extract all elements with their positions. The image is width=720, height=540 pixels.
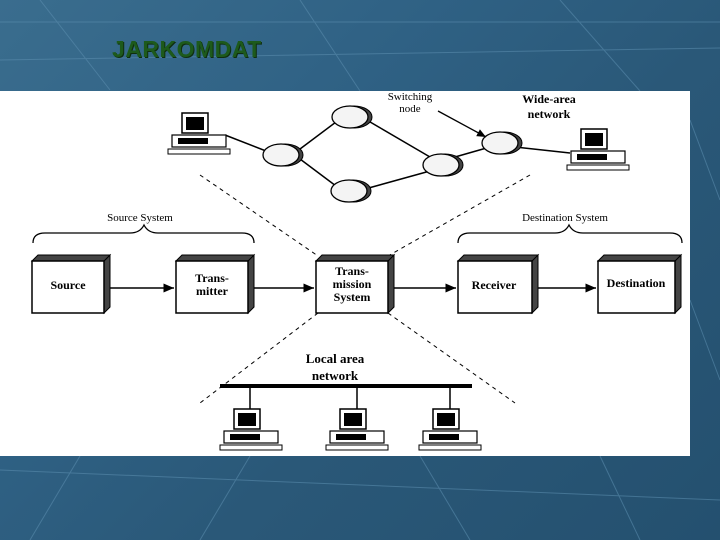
switching-node	[422, 153, 464, 177]
transmission-system-block-label: mission	[333, 277, 372, 291]
receiver-block	[457, 260, 533, 314]
transmitter-block	[175, 260, 249, 314]
transmission-system-block	[315, 260, 389, 314]
switching-node	[331, 105, 373, 129]
receiver-block-label: Receiver	[472, 278, 517, 292]
lan-computer	[325, 408, 389, 451]
transmitter-block-label: mitter	[196, 284, 229, 298]
dashed-guides	[199, 174, 531, 404]
switching-node-label: Switching	[388, 91, 433, 103]
destination-system-label: Destination System	[522, 212, 608, 224]
wan-computer-right	[566, 128, 630, 171]
wide-area-network-label: Wide-area	[522, 92, 576, 106]
transmission-system-block-label: Trans-	[335, 264, 369, 278]
wide-area-network-label: network	[528, 107, 571, 121]
lan-computer	[219, 408, 283, 451]
switching-node	[481, 131, 523, 155]
wan-computer-left	[167, 112, 231, 155]
destination-block-label: Destination	[607, 276, 666, 290]
source-block	[31, 260, 105, 314]
slide-title: JARKOMDAT	[112, 36, 262, 62]
lan-label: Local area	[306, 351, 365, 366]
switching-node-label: node	[399, 103, 421, 115]
source-block-label: Source	[50, 278, 86, 292]
switching-node	[262, 143, 304, 167]
destination-system-brace	[457, 223, 683, 244]
lan-computer	[418, 408, 482, 451]
switching-node	[330, 179, 372, 203]
destination-block	[597, 260, 676, 314]
transmission-system-block-label: System	[334, 290, 371, 304]
network-diagram-figure: Switching node Wide-area network Source …	[0, 91, 690, 456]
transmitter-block-label: Trans-	[195, 271, 229, 285]
wan-links	[224, 118, 571, 190]
lan-label: network	[312, 368, 359, 383]
switching-node-arrow	[437, 110, 487, 138]
source-system-brace	[32, 223, 255, 244]
source-system-label: Source System	[107, 212, 173, 224]
